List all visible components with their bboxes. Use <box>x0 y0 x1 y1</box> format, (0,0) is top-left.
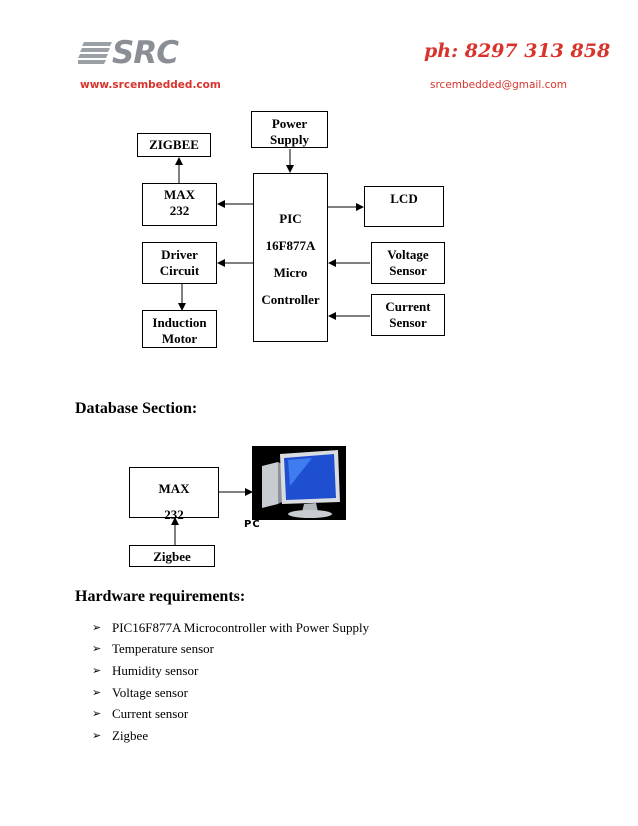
motor-label-2: Motor <box>161 331 198 346</box>
db-max232-block: MAX 232 <box>129 467 219 522</box>
voltage-label-1: Voltage <box>387 247 429 262</box>
pc-label: PC <box>244 519 261 530</box>
arrow-bullet-icon: ➢ <box>92 708 102 721</box>
mcu-label-2: 16F877A <box>265 238 316 253</box>
driver-circuit-block: Driver Circuit <box>142 242 217 284</box>
arrow-bullet-icon: ➢ <box>92 664 102 677</box>
zigbee-block: ZIGBEE <box>137 133 211 157</box>
arrow-bullet-icon: ➢ <box>92 729 102 742</box>
max232-label-1: MAX <box>163 187 196 202</box>
src-logo: SRC <box>76 35 179 71</box>
current-sensor-block: Current Sensor <box>371 294 445 336</box>
email-link[interactable]: srcembedded@gmail.com <box>430 79 568 91</box>
lcd-label: LCD <box>390 191 418 206</box>
website-link[interactable]: www.srcembedded.com <box>80 79 221 91</box>
mcu-label-1: PIC <box>279 211 302 226</box>
mcu-label-3: Micro <box>273 265 308 280</box>
database-heading: Database Section: <box>75 400 198 417</box>
db-zigbee-label: Zigbee <box>153 549 191 564</box>
power-supply-label-2: Supply <box>269 132 310 147</box>
logo-text: SRC <box>112 35 179 71</box>
db-zigbee-block: Zigbee <box>129 545 215 567</box>
power-supply-label-1: Power <box>271 116 308 131</box>
current-label-1: Current <box>385 299 431 314</box>
hardware-heading: Hardware requirements: <box>75 588 246 605</box>
db-max232-label-1: MAX <box>158 481 190 496</box>
power-supply-block: Power Supply <box>251 111 328 148</box>
driver-label-2: Circuit <box>159 263 200 278</box>
voltage-sensor-block: Voltage Sensor <box>371 242 445 284</box>
microcontroller-block: PIC 16F877A Micro Controller <box>253 173 328 342</box>
induction-motor-block: Induction Motor <box>142 310 217 348</box>
list-item-text: Humidity sensor <box>112 662 199 678</box>
lcd-block: LCD <box>364 186 444 227</box>
arrow-bullet-icon: ➢ <box>92 643 102 656</box>
list-item: ➢ Zigbee <box>92 725 369 747</box>
list-item-text: Temperature sensor <box>112 641 214 657</box>
list-item-text: Zigbee <box>112 727 149 743</box>
logo-stripes-icon <box>76 42 112 64</box>
list-item: ➢ Temperature sensor <box>92 639 369 661</box>
mcu-label-4: Controller <box>261 292 320 307</box>
list-item: ➢ Current sensor <box>92 703 369 725</box>
arrow-bullet-icon: ➢ <box>92 686 102 699</box>
arrow-bullet-icon: ➢ <box>92 621 102 634</box>
list-item-text: Current sensor <box>112 706 189 722</box>
motor-label-1: Induction <box>152 315 207 330</box>
driver-label-1: Driver <box>161 247 198 262</box>
list-item: ➢ PIC16F877A Microcontroller with Power S… <box>92 617 369 639</box>
list-item-text: PIC16F877A Microcontroller with Power Su… <box>112 619 370 635</box>
max232-label-2: 232 <box>169 203 190 218</box>
db-max232-label-2: 232 <box>164 507 184 522</box>
hardware-list: ➢ PIC16F877A Microcontroller with Power S… <box>92 617 369 747</box>
phone-number: ph: 8297 313 858 <box>424 40 611 62</box>
zigbee-label: ZIGBEE <box>149 137 199 152</box>
list-item: ➢ Voltage sensor <box>92 682 369 704</box>
pc-monitor-icon <box>252 446 346 520</box>
list-item-text: Voltage sensor <box>112 684 188 700</box>
voltage-label-2: Sensor <box>389 263 427 278</box>
max232-block: MAX 232 <box>142 183 217 226</box>
list-item: ➢ Humidity sensor <box>92 660 369 682</box>
current-label-2: Sensor <box>389 315 427 330</box>
